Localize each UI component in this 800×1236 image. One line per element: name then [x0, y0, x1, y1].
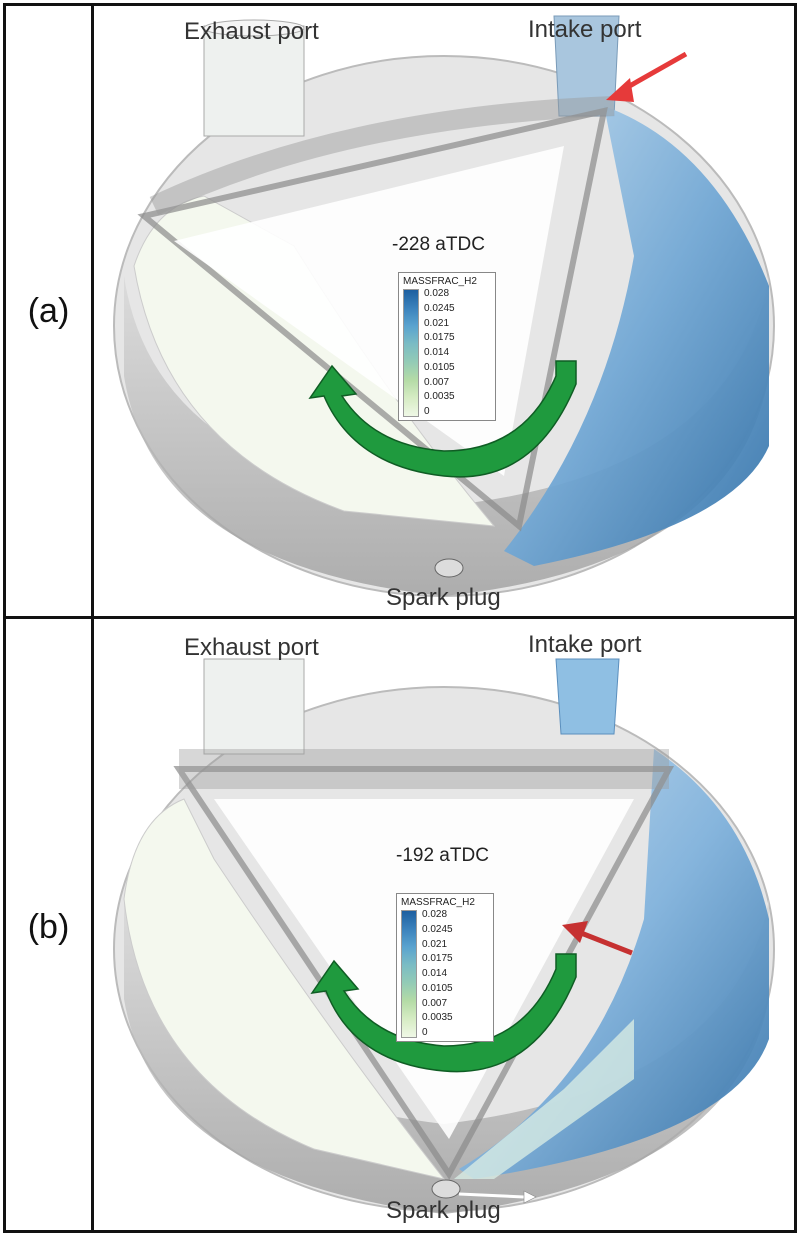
- h2-massfrac-legend: MASSFRAC_H2 0.028 0.0245 0.021 0.0175 0.…: [398, 272, 496, 421]
- legend-tick: 0.028: [422, 909, 448, 920]
- legend-colorbar: [401, 910, 417, 1038]
- legend-tick: 0.007: [424, 376, 450, 388]
- legend-tick: 0: [424, 406, 430, 417]
- panel-a: Exhaust port Intake port Spark plug -228…: [94, 6, 794, 616]
- legend-tick: 0.014: [422, 968, 448, 979]
- legend-tick: 0.0245: [424, 302, 455, 314]
- h2-jet-region: [454, 1019, 634, 1179]
- spark-plug-body: [431, 1179, 461, 1199]
- legend-tick: 0.014: [424, 347, 450, 358]
- rotation-direction-arrow: [308, 360, 577, 478]
- crank-angle-label: -192 aTDC: [396, 845, 489, 866]
- h2-intake-region: [459, 749, 769, 1179]
- legend-tick: 0.0175: [422, 953, 453, 965]
- panel-divider: [3, 616, 797, 619]
- intake-port-label: Intake port: [528, 631, 642, 658]
- spark-plug-label: Spark plug: [386, 584, 501, 611]
- legend-tick: 0.028: [424, 288, 450, 299]
- rotation-direction-arrow: [310, 953, 577, 1073]
- panel-b: Exhaust port Intake port Spark plug -192…: [94, 619, 794, 1233]
- legend-tick: 0: [422, 1027, 428, 1038]
- legend-tick: 0.0035: [424, 391, 455, 403]
- exhaust-port-label: Exhaust port: [184, 634, 319, 661]
- crank-angle-label: -228 aTDC: [392, 234, 485, 255]
- legend-tick: 0.0105: [424, 361, 455, 373]
- legend-tick: 0.0035: [422, 1012, 453, 1024]
- legend-title: MASSFRAC_H2: [403, 276, 477, 287]
- intake-port-duct: [555, 658, 620, 735]
- legend-colorbar: [403, 289, 419, 417]
- h2-intake-region: [504, 106, 769, 566]
- label-column-divider: [91, 3, 94, 1233]
- exhaust-port-duct: [203, 658, 305, 755]
- legend-tick: 0.0245: [422, 923, 453, 935]
- exhaust-port-label: Exhaust port: [184, 18, 319, 45]
- legend-tick: 0.021: [422, 938, 448, 950]
- panel-b-label: (b): [27, 908, 70, 946]
- intake-port-label: Intake port: [528, 16, 642, 43]
- legend-tick: 0.0105: [422, 982, 453, 994]
- legend-tick: 0.007: [422, 997, 448, 1009]
- exhaust-port-duct: [203, 25, 305, 137]
- h2-jet-indicator-arrow: [575, 928, 633, 956]
- legend-tick: 0.021: [424, 317, 450, 329]
- spark-plug-label: Spark plug: [386, 1197, 501, 1224]
- h2-massfrac-legend: MASSFRAC_H2 0.028 0.0245 0.021 0.0175 0.…: [396, 893, 494, 1042]
- panel-a-label: (a): [27, 292, 70, 330]
- legend-tick: 0.0175: [424, 332, 455, 344]
- exhaust-chamber-region: [123, 798, 446, 1180]
- spark-plug-body: [434, 558, 464, 578]
- legend-title: MASSFRAC_H2: [401, 897, 475, 908]
